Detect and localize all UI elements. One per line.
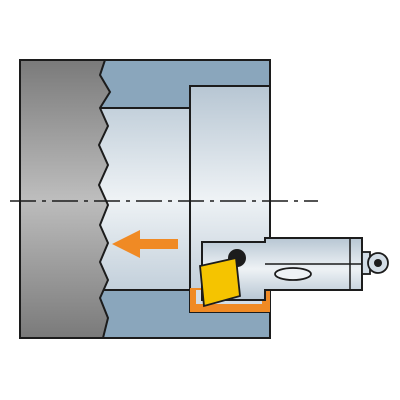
stock-break-section bbox=[19, 59, 112, 339]
feed-arrow bbox=[112, 230, 178, 258]
rhombic-insert-icon bbox=[199, 256, 241, 308]
clamp-screw-icon bbox=[361, 251, 389, 275]
oval-slot-icon bbox=[274, 267, 312, 281]
